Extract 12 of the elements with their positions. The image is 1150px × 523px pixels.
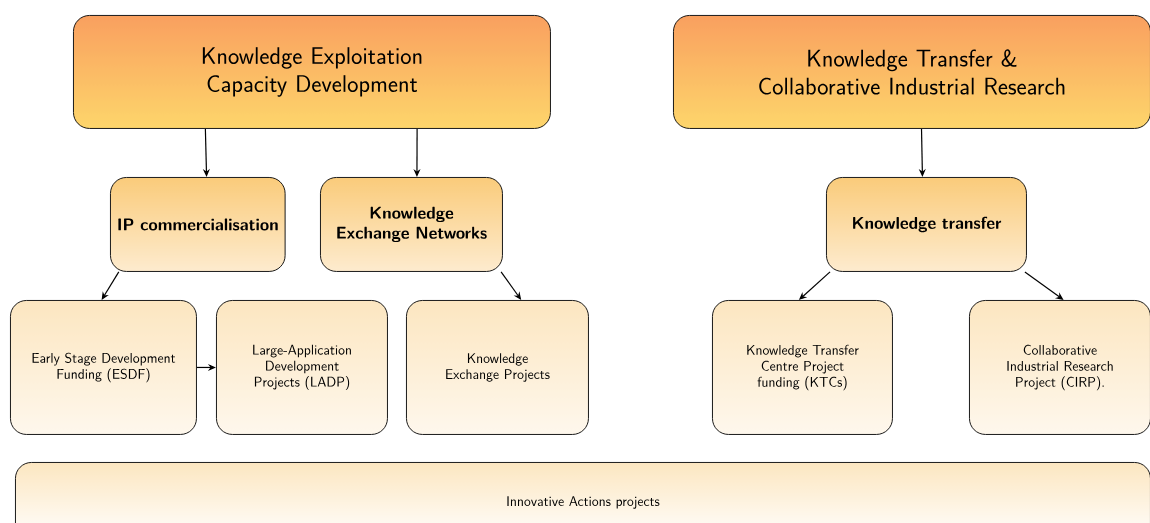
arrow: [101, 271, 120, 300]
category-box: Knowledge Exchange Networks: [320, 177, 503, 272]
programme-box: Large-Application Development Projects (LADP): [216, 300, 388, 435]
heading-box: Knowledge Exploitation Capacity Development: [73, 15, 551, 129]
category-box: Knowledge transfer: [826, 177, 1027, 272]
programme-box: Collaborative Industrial Research Project (CIRP).: [969, 300, 1150, 435]
heading-box: Knowledge Transfer & Collaborative Industrial Research: [673, 15, 1150, 129]
programme-box: Knowledge Exchange Projects: [406, 300, 589, 435]
programme-box: Knowledge Transfer Centre Project funding (KTCs): [712, 300, 893, 435]
programme-box: Early Stage Development Funding (ESDF): [10, 300, 197, 435]
category-box: IP commercialisation: [110, 177, 286, 272]
footer-band: Innovative Actions projects: [15, 462, 1150, 523]
